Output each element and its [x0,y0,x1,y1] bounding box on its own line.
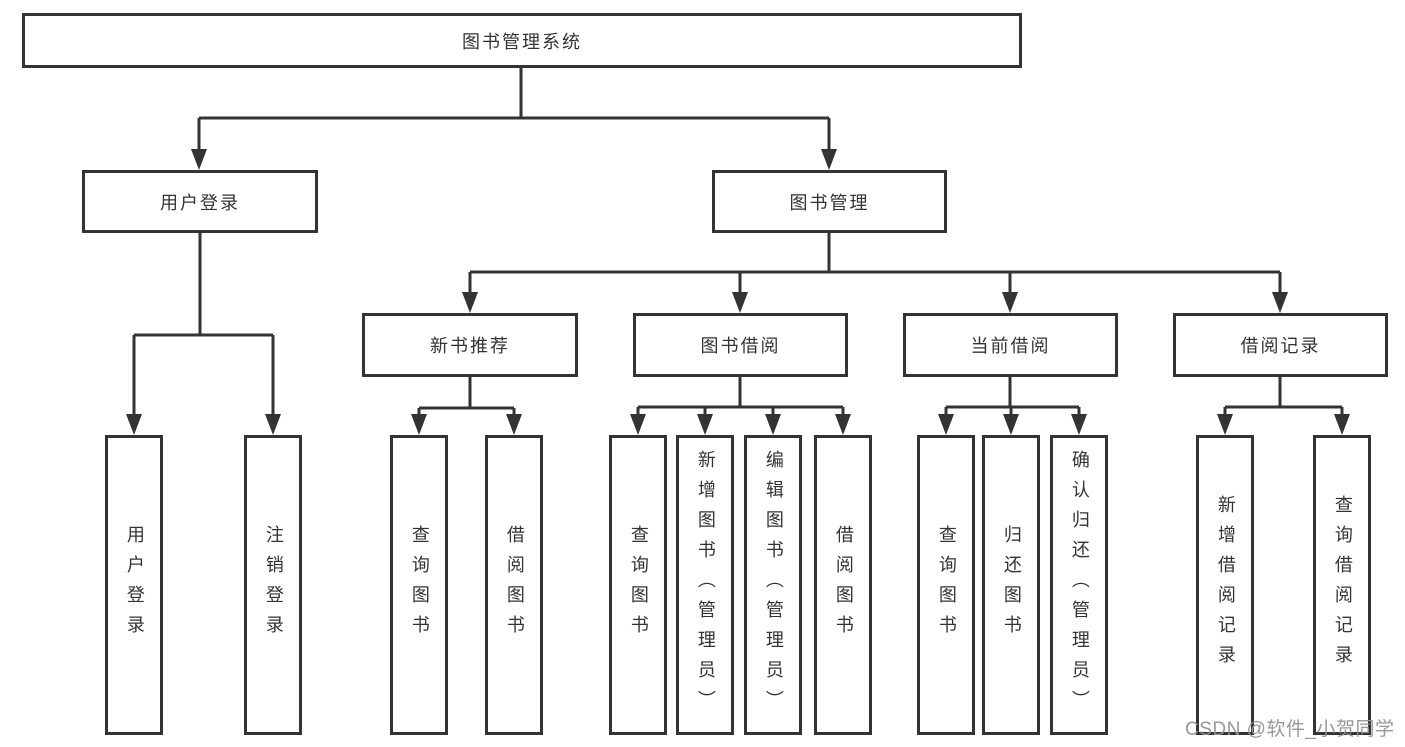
node-label: 注销登录 [263,525,284,645]
node-label: 查询图书 [628,525,649,645]
node-label: 确认归还（管理员） [1069,450,1090,720]
node-label: 借阅图书 [504,525,525,645]
node-label: 图书借阅 [700,336,781,356]
node-new-book-recommend: 新书推荐 [362,313,578,377]
node-label: 图书管理 [789,192,870,213]
node-add-book-admin: 新增图书（管理员） [676,435,734,735]
node-label: 查询图书 [936,525,957,645]
node-query-book-borrowing: 查询图书 [609,435,667,735]
node-user-login-leaf: 用户登录 [105,435,163,735]
node-label: 查询图书 [409,525,430,645]
node-query-borrow-record: 查询借阅记录 [1313,435,1371,735]
node-label: 借阅记录 [1240,336,1321,356]
node-book-borrowing: 图书借阅 [633,313,848,377]
node-query-book-recommend: 查询图书 [390,435,448,735]
node-query-book-current: 查询图书 [917,435,975,735]
node-library-management-system: 图书管理系统 [22,13,1022,68]
node-label: 用户登录 [160,192,240,213]
node-user-login: 用户登录 [82,170,318,233]
csdn-watermark: CSDN @软件_小贺同学 [1185,719,1395,740]
node-label: 编辑图书（管理员） [763,450,784,720]
node-label: 新书推荐 [430,336,510,356]
node-return-book: 归还图书 [982,435,1040,735]
node-logout: 注销登录 [244,435,302,735]
node-label: 用户登录 [124,525,145,645]
node-label: 新增图书（管理员） [695,450,716,720]
node-label: 归还图书 [1001,525,1022,645]
node-borrow-book: 借阅图书 [814,435,872,735]
node-edit-book-admin: 编辑图书（管理员） [744,435,802,735]
node-current-borrowing: 当前借阅 [903,313,1118,377]
node-add-borrow-record: 新增借阅记录 [1196,435,1254,735]
node-label: 图书管理系统 [462,31,582,52]
node-confirm-return-admin: 确认归还（管理员） [1050,435,1108,735]
node-book-management: 图书管理 [712,170,947,233]
node-label: 新增借阅记录 [1215,495,1236,675]
node-label: 当前借阅 [970,336,1051,356]
node-borrow-book-recommend: 借阅图书 [485,435,543,735]
node-label: 查询借阅记录 [1332,495,1353,675]
node-label: 借阅图书 [833,525,854,645]
node-borrowing-records: 借阅记录 [1173,313,1388,377]
